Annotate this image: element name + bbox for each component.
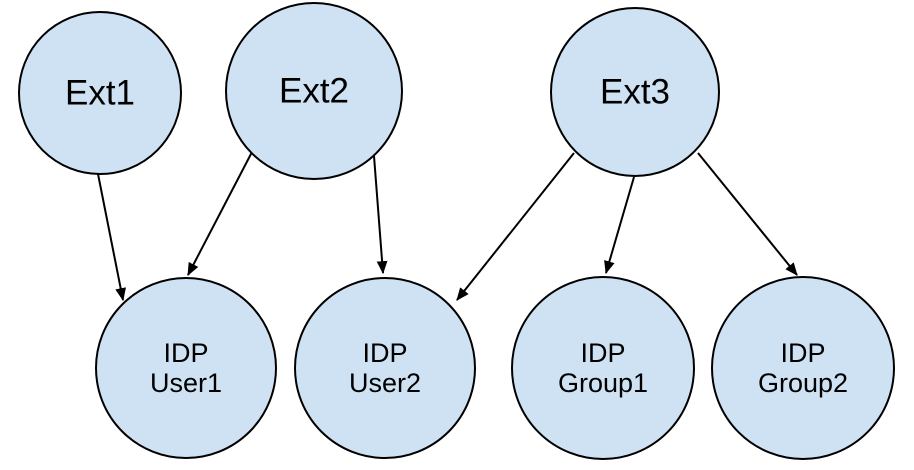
- node-label-line: Ext3: [600, 73, 670, 112]
- edge-ext2-to-idp-user2: [373, 155, 388, 275]
- node-label-ext2: Ext2: [279, 72, 349, 111]
- edge-ext2-to-idp-user1: [187, 151, 253, 276]
- edge-ext3-to-idp-user2: [456, 152, 575, 301]
- node-label-line: IDP: [163, 338, 208, 368]
- node-ext2: Ext2: [225, 2, 403, 180]
- node-label-line: User2: [349, 368, 421, 398]
- node-label-line: Ext2: [279, 72, 349, 111]
- node-label-ext1: Ext1: [65, 74, 135, 113]
- edge-ext3-to-idp-group2: [697, 152, 798, 276]
- node-circle-idp-user2: [294, 277, 476, 459]
- node-circle-idp-group1: [511, 276, 695, 460]
- edge-ext3-to-idp-group1: [604, 176, 635, 275]
- node-circle-ext1: [18, 11, 182, 175]
- node-label-line: User1: [150, 368, 222, 398]
- node-label-line: IDP: [780, 338, 825, 368]
- node-circle-ext2: [225, 2, 403, 180]
- node-ext1: Ext1: [18, 11, 182, 175]
- node-label-line: IDP: [362, 338, 407, 368]
- node-label-line: Group1: [558, 368, 648, 398]
- node-label-line: Group2: [758, 368, 848, 398]
- node-label-line: Ext1: [65, 74, 135, 113]
- node-label-line: IDP: [580, 338, 625, 368]
- node-label-ext3: Ext3: [600, 73, 670, 112]
- node-ext3: Ext3: [550, 7, 720, 177]
- node-circle-ext3: [550, 7, 720, 177]
- edge-ext1-to-idp-user1: [97, 173, 126, 302]
- node-circle-idp-group2: [711, 276, 895, 460]
- node-circle-idp-user1: [95, 277, 277, 459]
